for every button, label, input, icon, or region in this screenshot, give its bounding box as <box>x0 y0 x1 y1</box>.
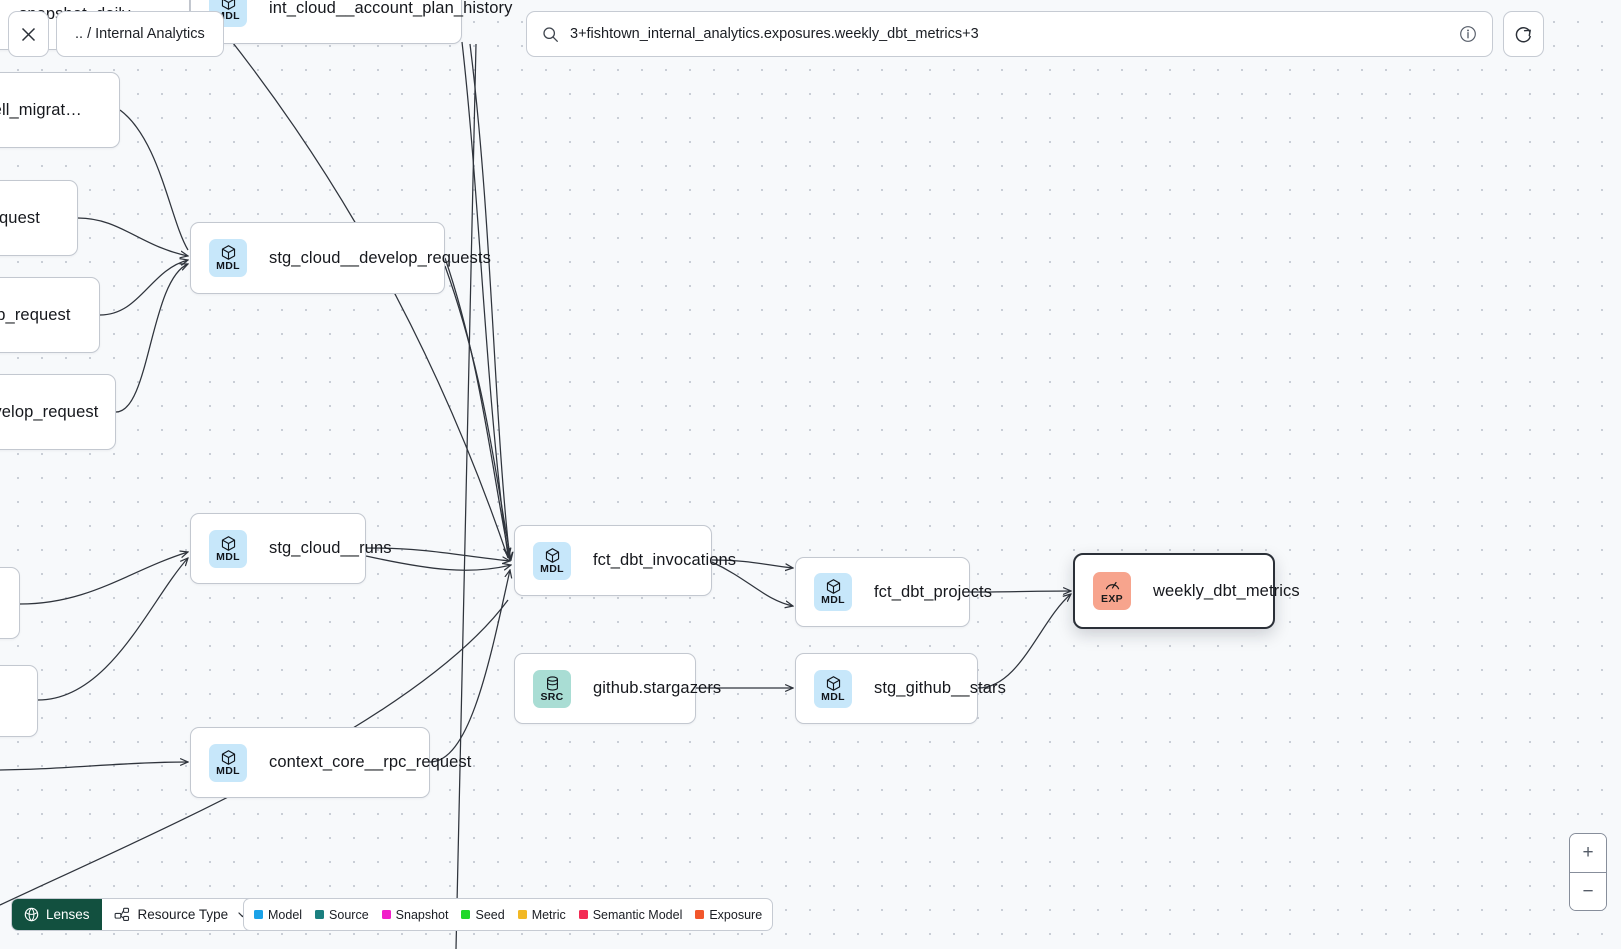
graph-node[interactable]: MDL fct_dbt_invocations <box>514 525 736 596</box>
legend-label: Semantic Model <box>592 907 683 922</box>
legend-label: Exposure <box>709 907 763 922</box>
graph-node[interactable]: MDL context_core__rpc_request <box>190 727 471 798</box>
cube-icon <box>545 547 559 563</box>
node-label: fct_dbt_invocations <box>593 551 737 569</box>
lenses-label: Lenses <box>46 907 90 922</box>
node-label: weekly_dbt_metrics <box>1153 581 1300 600</box>
legend-item[interactable]: Model <box>254 908 302 922</box>
legend-item[interactable]: Seed <box>461 907 505 922</box>
resource-type-dropdown[interactable]: Resource Type <box>101 899 262 930</box>
node-type-label: MDL <box>216 550 240 563</box>
lenses-button[interactable]: Lenses <box>12 899 102 930</box>
graph-node[interactable]: MDL…run <box>0 665 38 737</box>
graph-node[interactable]: EXP weekly_dbt_metrics <box>1073 553 1300 629</box>
legend-label: Source <box>329 907 369 922</box>
node-type-label: MDL <box>821 594 845 606</box>
legend-item[interactable]: Snapshot <box>381 907 449 922</box>
refresh-button[interactable] <box>1503 11 1544 57</box>
node-type-label: MDL <box>216 10 240 22</box>
cube-icon <box>221 535 235 551</box>
legend-label: Snapshot <box>395 907 449 922</box>
resource-type-legend: Model Source Snapshot Seed Metric Semantic Mo… <box>243 898 774 931</box>
node-label: multicell_migrat… <box>0 100 82 119</box>
node-label: stg_github__stars <box>874 679 1006 697</box>
node-type-badge: MDL <box>533 541 571 580</box>
node-type-badge: MDL <box>209 239 247 277</box>
graph-node[interactable]: MDL stg_cloud__runs <box>190 513 391 584</box>
breadcrumb[interactable]: .. / Internal Analytics <box>56 11 224 57</box>
legend-swatch <box>461 910 471 919</box>
graph-node[interactable]: MDL…p_request <box>0 180 78 256</box>
cube-icon <box>826 579 840 594</box>
info-icon[interactable] <box>1459 25 1477 43</box>
node-label: stg_cloud__runs <box>269 539 392 557</box>
graph-node[interactable]: MDL stg_cloud__develop_requests <box>190 222 491 294</box>
node-type-badge: MDL <box>814 669 852 708</box>
cube-icon <box>221 0 235 10</box>
graph-node[interactable]: SRC github.stargazers <box>514 653 721 724</box>
lenses-group: Lenses Resource Type <box>11 898 263 931</box>
zoom-in-button[interactable]: + <box>1570 834 1606 872</box>
legend-label: Metric <box>531 907 566 922</box>
graph-node[interactable]: MDL…n <box>0 567 20 639</box>
legend-item[interactable]: Source <box>315 908 369 922</box>
legend-item[interactable]: Semantic Model <box>578 907 683 922</box>
node-type-badge: SRC <box>533 669 571 708</box>
node-label: …_develop_request <box>0 402 99 421</box>
cube-icon <box>221 749 235 765</box>
graph-node[interactable]: MDL…velop_request <box>0 277 100 353</box>
resource-type-label: Resource Type <box>137 907 229 922</box>
cube-icon <box>826 675 840 691</box>
graph-node[interactable]: MDLmulticell_migrat… <box>0 72 120 148</box>
node-type-label: MDL <box>540 562 564 575</box>
graph-node[interactable]: MDL stg_github__stars <box>795 653 1006 724</box>
legend-swatch <box>315 910 325 919</box>
node-type-label: MDL <box>216 764 240 777</box>
legend-swatch <box>254 910 263 919</box>
legend-swatch <box>381 910 391 919</box>
node-type-label: SRC <box>540 690 564 703</box>
node-type-badge: MDL <box>814 573 852 611</box>
legend-item[interactable]: Metric <box>517 907 566 922</box>
zoom-out-button[interactable]: − <box>1570 872 1606 910</box>
node-label: …velop_request <box>0 305 71 324</box>
close-icon <box>21 27 36 41</box>
legend-swatch <box>578 910 588 919</box>
node-type-label: EXP <box>1101 593 1123 605</box>
legend-item[interactable]: Exposure <box>695 908 762 922</box>
node-label: context_core__rpc_request <box>269 753 472 771</box>
lens-icon <box>24 907 39 922</box>
cube-icon <box>221 245 235 260</box>
graph-node[interactable]: MDL int_cloud__account_plan_history <box>190 0 512 44</box>
breadcrumb-label: .. / Internal Analytics <box>75 26 205 42</box>
graph-node[interactable]: MDL…_develop_request <box>0 374 116 450</box>
search-icon <box>543 26 558 42</box>
database-icon <box>546 675 558 691</box>
legend-label: Model <box>268 907 303 922</box>
legend-swatch <box>517 910 527 919</box>
node-label: fct_dbt_projects <box>874 582 993 601</box>
node-label: stg_cloud__develop_requests <box>269 248 491 267</box>
refresh-icon <box>1515 26 1531 42</box>
node-type-badge: MDL <box>209 743 247 782</box>
search-input[interactable]: 3+fishtown_internal_analytics.exposures.… <box>570 26 979 42</box>
node-type-badge: EXP <box>1093 572 1131 610</box>
graph-node[interactable]: MDL fct_dbt_projects <box>795 557 992 627</box>
node-type-badge: MDL <box>209 529 247 568</box>
resource-type-icon <box>114 907 129 921</box>
node-label: github.stargazers <box>593 679 722 697</box>
legend-label: Seed <box>475 907 505 922</box>
top-toolbar: .. / Internal Analytics 3+fishtown_inter… <box>0 0 1621 62</box>
node-label: …p_request <box>0 208 40 227</box>
node-type-label: MDL <box>821 690 845 703</box>
gauge-icon <box>1105 581 1119 590</box>
node-type-label: MDL <box>216 260 240 272</box>
legend-swatch <box>695 910 705 919</box>
lineage-search-bar[interactable]: 3+fishtown_internal_analytics.exposures.… <box>526 11 1493 57</box>
zoom-controls: + − <box>1569 833 1607 911</box>
node-label: int_cloud__account_plan_history <box>269 0 513 17</box>
close-button[interactable] <box>8 11 49 57</box>
